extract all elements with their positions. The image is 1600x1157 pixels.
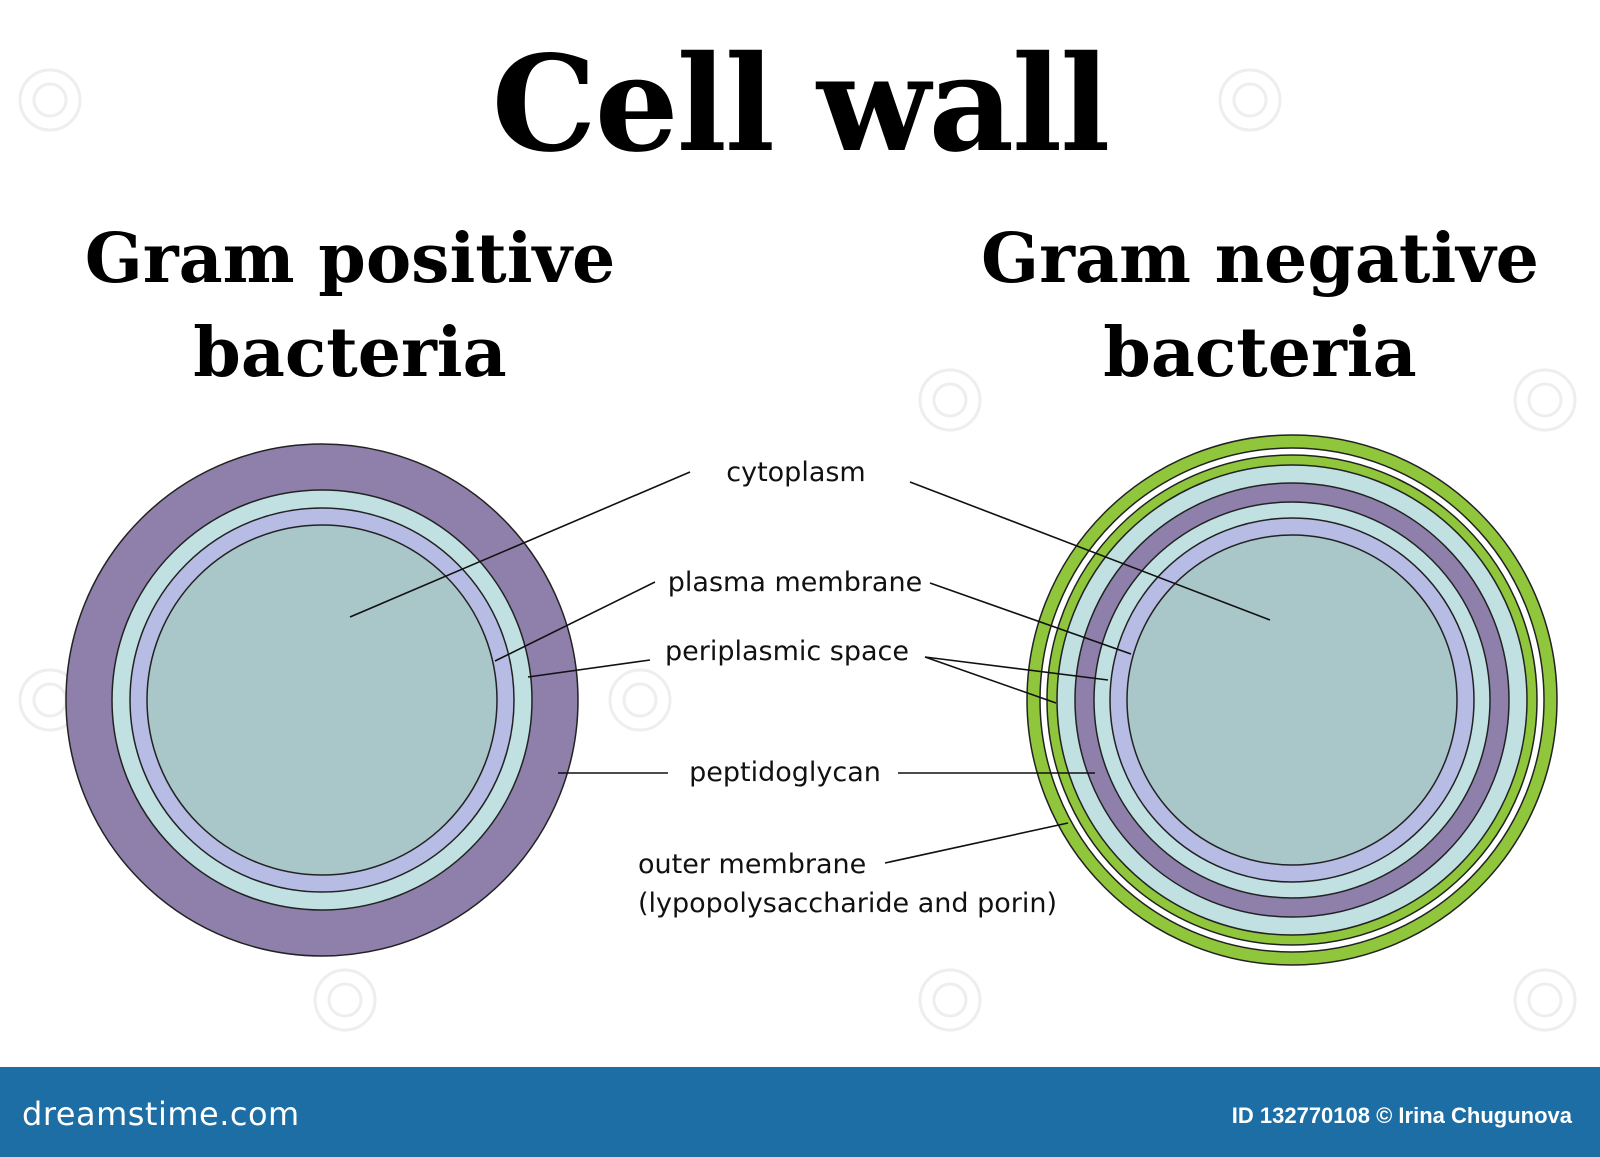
footer-bar: dreamstime.com ID 132770108 © Irina Chug… [0,1067,1600,1157]
footer-credit: ID 132770108 © Irina Chugunova [1231,1103,1572,1128]
label-outer-membrane-line1: outer membrane [638,849,866,880]
leader-outer-membrane [884,822,1069,864]
label-periplasmic-space: periplasmic space [665,636,909,667]
leader-cytoplasm-right [909,481,1271,621]
gram-positive-heading-line1: Gram positive [84,219,616,299]
leader-lines [349,471,1271,864]
leader-cytoplasm-left [349,471,691,618]
label-cytoplasm: cytoplasm [726,457,865,488]
gram-negative-heading: Gram negative bacteria [940,212,1580,400]
gram-positive-cell [65,443,579,957]
label-plasma-membrane: plasma membrane [668,567,922,598]
footer-brand[interactable]: dreamstime.com [22,1095,300,1133]
cell-wall-diagram: cytoplasm plasma membrane periplasmic sp… [18,68,1577,1032]
leader-periplasmic-right-2 [924,656,1057,704]
label-outer-membrane-line2: (lypopolysaccharide and porin) [638,888,1057,919]
label-peptidoglycan: peptidoglycan [689,757,881,788]
leader-plasma-membrane-left [494,581,656,662]
leader-periplasmic-right-1 [924,656,1109,681]
gram-negative-heading-line2: bacteria [1103,313,1417,393]
gn-cytoplasm [1126,534,1458,866]
diagram-title: Cell wall [491,27,1111,182]
leader-periplasmic-left [527,659,651,678]
gram-negative-cell [1026,434,1558,966]
leader-plasma-membrane-right [929,582,1132,655]
gram-positive-heading-line2: bacteria [193,313,507,393]
gram-negative-heading-line1: Gram negative [981,219,1539,299]
gp-cytoplasm [146,524,498,876]
gram-positive-heading: Gram positive bacteria [30,212,670,400]
